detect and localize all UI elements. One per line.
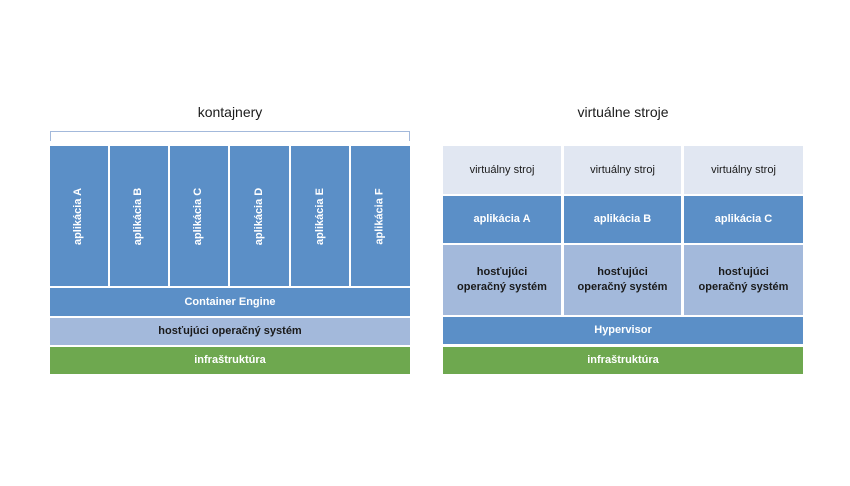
vms-title: virtuálne stroje <box>577 104 669 120</box>
vm-guest-os: hosťujúci operačný systém <box>443 245 561 315</box>
container-app-b: aplikácia B <box>110 146 168 286</box>
container-app-d: aplikácia D <box>230 146 289 286</box>
vm-box: virtuálny stroj <box>684 146 803 194</box>
container-app-label: aplikácia C <box>192 187 205 245</box>
container-app-label: aplikácia B <box>132 187 145 245</box>
vm-guest-os-line2: operačný systém <box>577 281 668 293</box>
vm-app: aplikácia C <box>684 196 803 243</box>
container-app-e: aplikácia E <box>291 146 349 286</box>
containers-title: kontajnery <box>197 104 263 120</box>
vm-infrastructure: infraštruktúra <box>443 347 803 374</box>
container-app-f: aplikácia F <box>351 146 410 286</box>
vm-app: aplikácia A <box>443 196 561 243</box>
vm-app: aplikácia B <box>564 196 681 243</box>
container-app-c: aplikácia C <box>170 146 228 286</box>
container-infrastructure: infraštruktúra <box>50 347 410 374</box>
container-app-a: aplikácia A <box>50 146 108 286</box>
container-app-label: aplikácia A <box>72 187 85 245</box>
vm-box: virtuálny stroj <box>443 146 561 194</box>
vm-guest-os-line1: hosťujúci <box>718 266 769 278</box>
vm-guest-os: hosťujúci operačný systém <box>684 245 803 315</box>
hypervisor: Hypervisor <box>443 317 803 344</box>
vm-box: virtuálny stroj <box>564 146 681 194</box>
container-app-label: aplikácia E <box>313 187 326 245</box>
container-engine: Container Engine <box>50 288 410 316</box>
container-app-label: aplikácia F <box>373 187 386 245</box>
vm-guest-os-line2: operačný systém <box>698 281 789 293</box>
container-host-os: hosťujúci operačný systém <box>50 318 410 345</box>
container-app-label: aplikácia D <box>252 187 265 245</box>
vm-guest-os: hosťujúci operačný systém <box>564 245 681 315</box>
vm-guest-os-line1: hosťujúci <box>476 266 528 278</box>
vm-guest-os-line2: operačný systém <box>457 281 547 293</box>
vm-guest-os-line1: hosťujúci <box>597 266 648 278</box>
containers-bracket <box>50 131 410 141</box>
